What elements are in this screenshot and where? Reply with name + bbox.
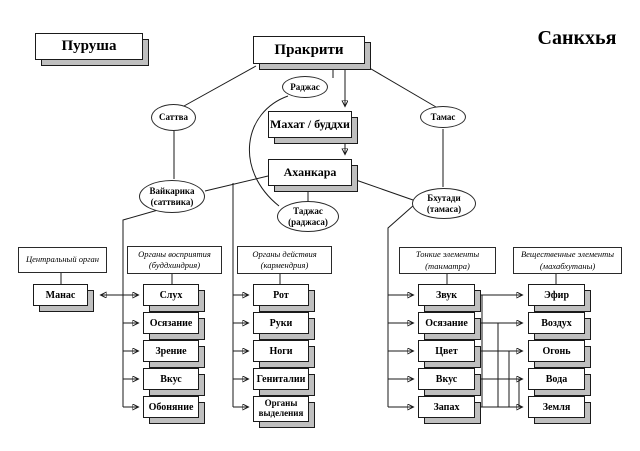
node-mahat: Махат / буддхи — [268, 111, 358, 144]
node-bhutadi: Бхутади (тамаса) — [412, 188, 476, 219]
node-taste-tanmatra: Вкус — [418, 368, 481, 396]
node-sound: Звук — [418, 284, 481, 312]
node-feet: Ноги — [253, 340, 315, 368]
group-label-perception-organs: Органы восприятия (буддхиндрия) — [127, 246, 222, 274]
diagram-title: Санкхья — [537, 27, 617, 49]
node-mouth: Рот — [253, 284, 315, 312]
node-color: Цвет — [418, 340, 481, 368]
node-fire: Огонь — [528, 340, 591, 368]
node-air: Воздух — [528, 312, 591, 340]
node-touch-tanmatra: Осязание — [418, 312, 481, 340]
node-taste-sense: Вкус — [143, 368, 205, 396]
node-hearing: Слух — [143, 284, 205, 312]
node-tamas: Тамас — [420, 106, 466, 128]
node-excretory-organs: Органы выделения — [253, 396, 315, 428]
group-label-action-organs: Органы действия (кармендрия) — [237, 246, 332, 274]
node-vaikarika: Вайкарика (саттвика) — [139, 180, 205, 213]
node-prakriti: Пракрити — [253, 36, 371, 70]
node-genitals: Гениталии — [253, 368, 315, 396]
node-purusha: Пуруша — [35, 33, 149, 66]
group-label-subtle-elements: Тонкие элементы (танматра) — [399, 247, 496, 274]
node-sight: Зрение — [143, 340, 205, 368]
group-label-material-elements: Вещественные элементы (махабхутаны) — [513, 247, 622, 274]
node-manas: Манас — [33, 284, 94, 312]
node-earth: Земля — [528, 396, 591, 424]
node-touch-sense: Осязание — [143, 312, 205, 340]
node-water: Вода — [528, 368, 591, 396]
group-label-central-organ: Центральный орган — [18, 247, 107, 273]
node-smell-sense: Обоняние — [143, 396, 205, 424]
node-rajas: Раджас — [282, 76, 328, 98]
node-sattva: Саттва — [151, 104, 196, 131]
node-odor: Запах — [418, 396, 481, 424]
node-tajas: Таджас (раджаса) — [277, 201, 339, 232]
node-ahankara: Аханкара — [268, 159, 358, 192]
node-hands: Руки — [253, 312, 315, 340]
node-ether: Эфир — [528, 284, 591, 312]
